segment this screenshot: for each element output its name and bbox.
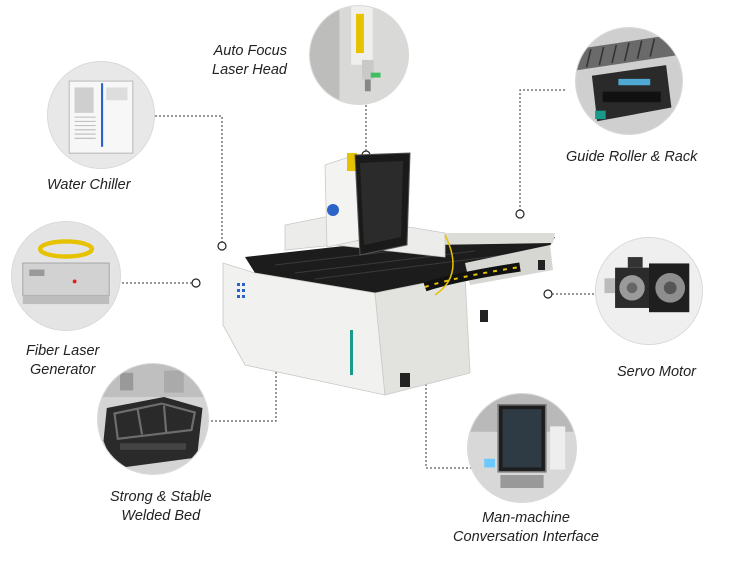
leader-guide-roller <box>519 89 565 214</box>
image-welded-bed <box>98 364 208 474</box>
leader-welded-bed <box>207 355 277 422</box>
callout-dot-guide-roller <box>515 209 525 219</box>
laser-cutting-machine <box>222 152 555 396</box>
image-man-machine-interface <box>468 394 576 502</box>
image-auto-focus-laser-head <box>310 6 408 104</box>
label-auto-focus-laser-head: Auto Focus Laser Head <box>212 43 287 78</box>
image-fiber-laser-generator <box>12 222 120 330</box>
callout-dot-water-chiller <box>217 241 227 251</box>
machine-bed-top <box>245 237 555 293</box>
label-water-chiller: Water Chiller <box>47 177 131 193</box>
label-fiber-laser-generator: Fiber Laser Generator <box>26 343 100 378</box>
label-guide-roller-rack: Guide Roller & Rack <box>566 149 698 165</box>
label-man-machine-interface: Man-machine Conversation Interface <box>453 510 599 545</box>
image-servo-motor <box>596 238 702 344</box>
callout-dot-fiber-laser <box>191 278 201 288</box>
leader-water-chiller <box>155 115 223 246</box>
callout-dot-servo-motor <box>543 289 553 299</box>
image-water-chiller <box>48 62 154 168</box>
label-servo-motor: Servo Motor <box>617 364 696 380</box>
label-welded-bed: Strong & Stable Welded Bed <box>110 489 212 524</box>
image-guide-roller-rack <box>576 28 682 134</box>
machine-body-side <box>374 274 471 396</box>
leader-hmi <box>425 370 480 469</box>
